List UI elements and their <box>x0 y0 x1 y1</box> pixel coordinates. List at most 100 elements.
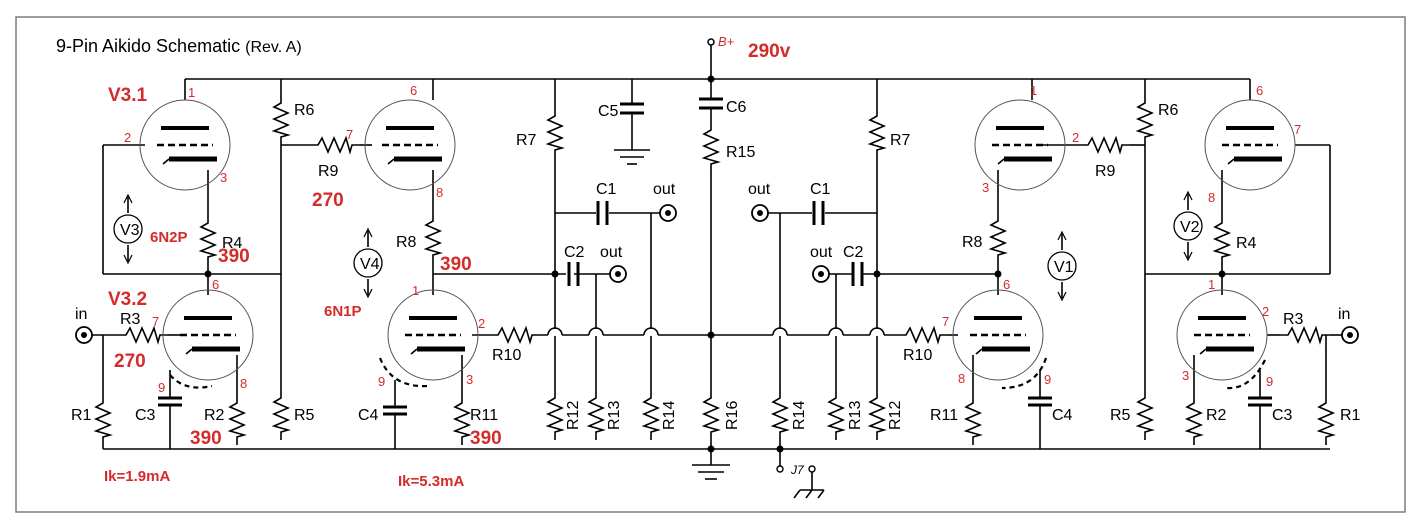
r10-left <box>489 327 541 343</box>
r7-right <box>869 107 885 159</box>
meter-v3-label: V3 <box>120 222 140 239</box>
svg-text:3: 3 <box>220 170 227 185</box>
svg-text:2: 2 <box>478 316 485 331</box>
tube-v3-1 <box>140 100 230 190</box>
svg-text:6: 6 <box>1256 83 1263 98</box>
label-c3-left: C3 <box>135 407 156 424</box>
meter-v4-label: V4 <box>360 256 380 273</box>
label-r3-left: R3 <box>120 311 141 328</box>
r16 <box>703 389 719 441</box>
label-r1-left: R1 <box>71 407 92 424</box>
r10-right <box>897 327 949 343</box>
schematic-title: 9-Pin Aikido Schematic (Rev. A) <box>56 36 302 56</box>
r12-right <box>869 389 885 441</box>
svg-text:9: 9 <box>158 380 165 395</box>
label-c2-left: C2 <box>564 244 585 261</box>
wire-crossovers <box>547 327 885 336</box>
label-r7-left: R7 <box>516 132 537 149</box>
value-r4-left: 390 <box>218 246 250 267</box>
r9-right <box>1079 137 1131 153</box>
r15 <box>703 121 719 173</box>
value-r8-left: 390 <box>440 254 472 275</box>
border <box>15 16 1406 513</box>
r11-left <box>454 394 470 446</box>
label-r3-right: R3 <box>1283 311 1304 328</box>
capacitors <box>158 97 1272 416</box>
r2-left <box>229 394 245 446</box>
label-r8-left: R8 <box>396 234 417 251</box>
svg-text:8: 8 <box>436 185 443 200</box>
meter-v2-label: V2 <box>1180 219 1200 236</box>
r7-left <box>547 107 563 159</box>
svg-text:1: 1 <box>412 283 419 298</box>
tube-v2-lower <box>1177 290 1267 380</box>
label-r14-left: R14 <box>661 401 678 430</box>
r4-left <box>200 214 216 266</box>
r11-right <box>965 394 981 446</box>
svg-text:2: 2 <box>1072 130 1079 145</box>
r1-right <box>1318 394 1334 446</box>
svg-text:9: 9 <box>378 374 385 389</box>
r3-right <box>1279 327 1331 343</box>
label-r4-left: R4 <box>222 235 243 252</box>
label-r2-right: R2 <box>1206 407 1227 424</box>
svg-text:8: 8 <box>958 371 965 386</box>
label-c1-left: C1 <box>596 181 617 198</box>
input-jack-left <box>75 326 93 344</box>
cathode-current-middle: Ik=5.3mA <box>398 473 464 490</box>
label-r4-right: R4 <box>1236 235 1257 252</box>
value-r3-left: 270 <box>114 351 146 372</box>
label-r11-right: R11 <box>930 407 958 424</box>
label-r9-left: R9 <box>318 163 339 180</box>
tube-label-v3-1: V3.1 <box>108 85 148 106</box>
svg-text:8: 8 <box>240 376 247 391</box>
tubes <box>140 100 1295 390</box>
label-out-lower-left: out <box>600 244 623 261</box>
label-r10-right: R10 <box>903 347 932 364</box>
label-r5-left: R5 <box>294 407 315 424</box>
label-r13-right: R13 <box>847 401 864 430</box>
r1-left <box>95 394 111 446</box>
bplus-label: B+ <box>718 34 735 49</box>
r8-right <box>990 212 1006 264</box>
rotated-labels: R12 R13 R14 R16 R14 R13 R12 <box>565 401 904 430</box>
tube-type-6n2p: 6N2P <box>150 229 188 246</box>
svg-text:7: 7 <box>152 314 159 329</box>
label-out-upper-right: out <box>748 181 771 198</box>
tube-v4-upper <box>365 100 455 190</box>
r5-right <box>1137 389 1153 441</box>
svg-text:6: 6 <box>1003 277 1010 292</box>
svg-text:3: 3 <box>466 372 473 387</box>
svg-text:3: 3 <box>1182 368 1189 383</box>
label-r5-right: R5 <box>1110 407 1131 424</box>
r12-left <box>547 389 563 441</box>
red-annotations: V3.1 V3.2 6N2P 390 270 390 270 390 6N1P … <box>104 85 502 490</box>
svg-text:7: 7 <box>942 314 949 329</box>
svg-text:7: 7 <box>1294 122 1301 137</box>
output-jack-upper-left <box>659 204 677 222</box>
component-labels: R6 R9 R4 R3 in R1 C3 R2 R5 R8 R10 C4 R11… <box>71 99 1361 477</box>
label-c6: C6 <box>726 99 747 116</box>
svg-text:9: 9 <box>1044 372 1051 387</box>
label-c5: C5 <box>598 103 619 120</box>
r5-left <box>273 389 289 441</box>
svg-text:9: 9 <box>1266 374 1273 389</box>
label-r10-left: R10 <box>492 347 521 364</box>
cathode-current-left: Ik=1.9mA <box>104 468 170 485</box>
r3-left <box>117 327 169 343</box>
label-r15: R15 <box>726 144 755 161</box>
svg-text:1: 1 <box>1208 277 1215 292</box>
label-r2-left: R2 <box>204 407 225 424</box>
output-jack-upper-right <box>751 204 769 222</box>
label-r16: R16 <box>724 401 741 430</box>
label-c2-right: C2 <box>843 244 864 261</box>
r13-left <box>588 389 604 441</box>
label-r12-left: R12 <box>565 401 582 430</box>
output-jack-lower-left <box>609 265 627 283</box>
svg-text:6: 6 <box>410 83 417 98</box>
ground-symbols <box>614 149 825 499</box>
title-text: 9-Pin Aikido Schematic <box>56 36 240 56</box>
label-r6-left: R6 <box>294 102 315 119</box>
supply-voltage: 290v <box>748 41 791 62</box>
